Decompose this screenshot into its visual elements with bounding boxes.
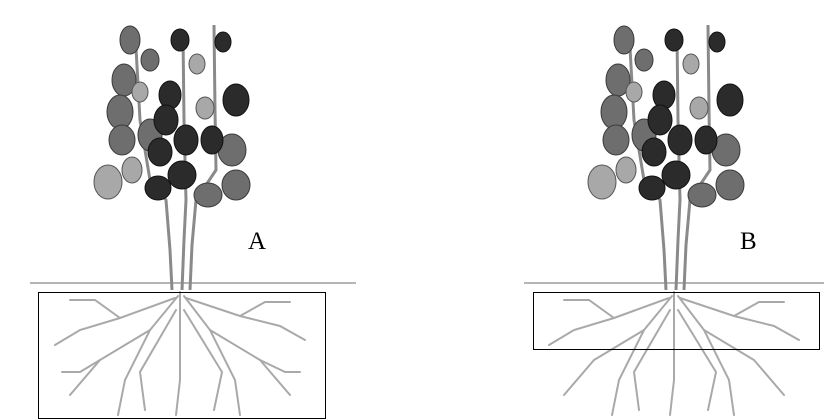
- plant-illustration-b: [414, 0, 829, 419]
- root-zone-box-b: [533, 292, 820, 350]
- root-zone-box-a: [38, 292, 326, 419]
- foliage-a: [94, 26, 250, 207]
- panel-label-a: A: [248, 229, 266, 254]
- panel-b: B: [414, 0, 829, 419]
- foliage-b: [588, 26, 744, 207]
- panel-label-b: B: [740, 229, 757, 254]
- panel-a: A: [0, 0, 414, 419]
